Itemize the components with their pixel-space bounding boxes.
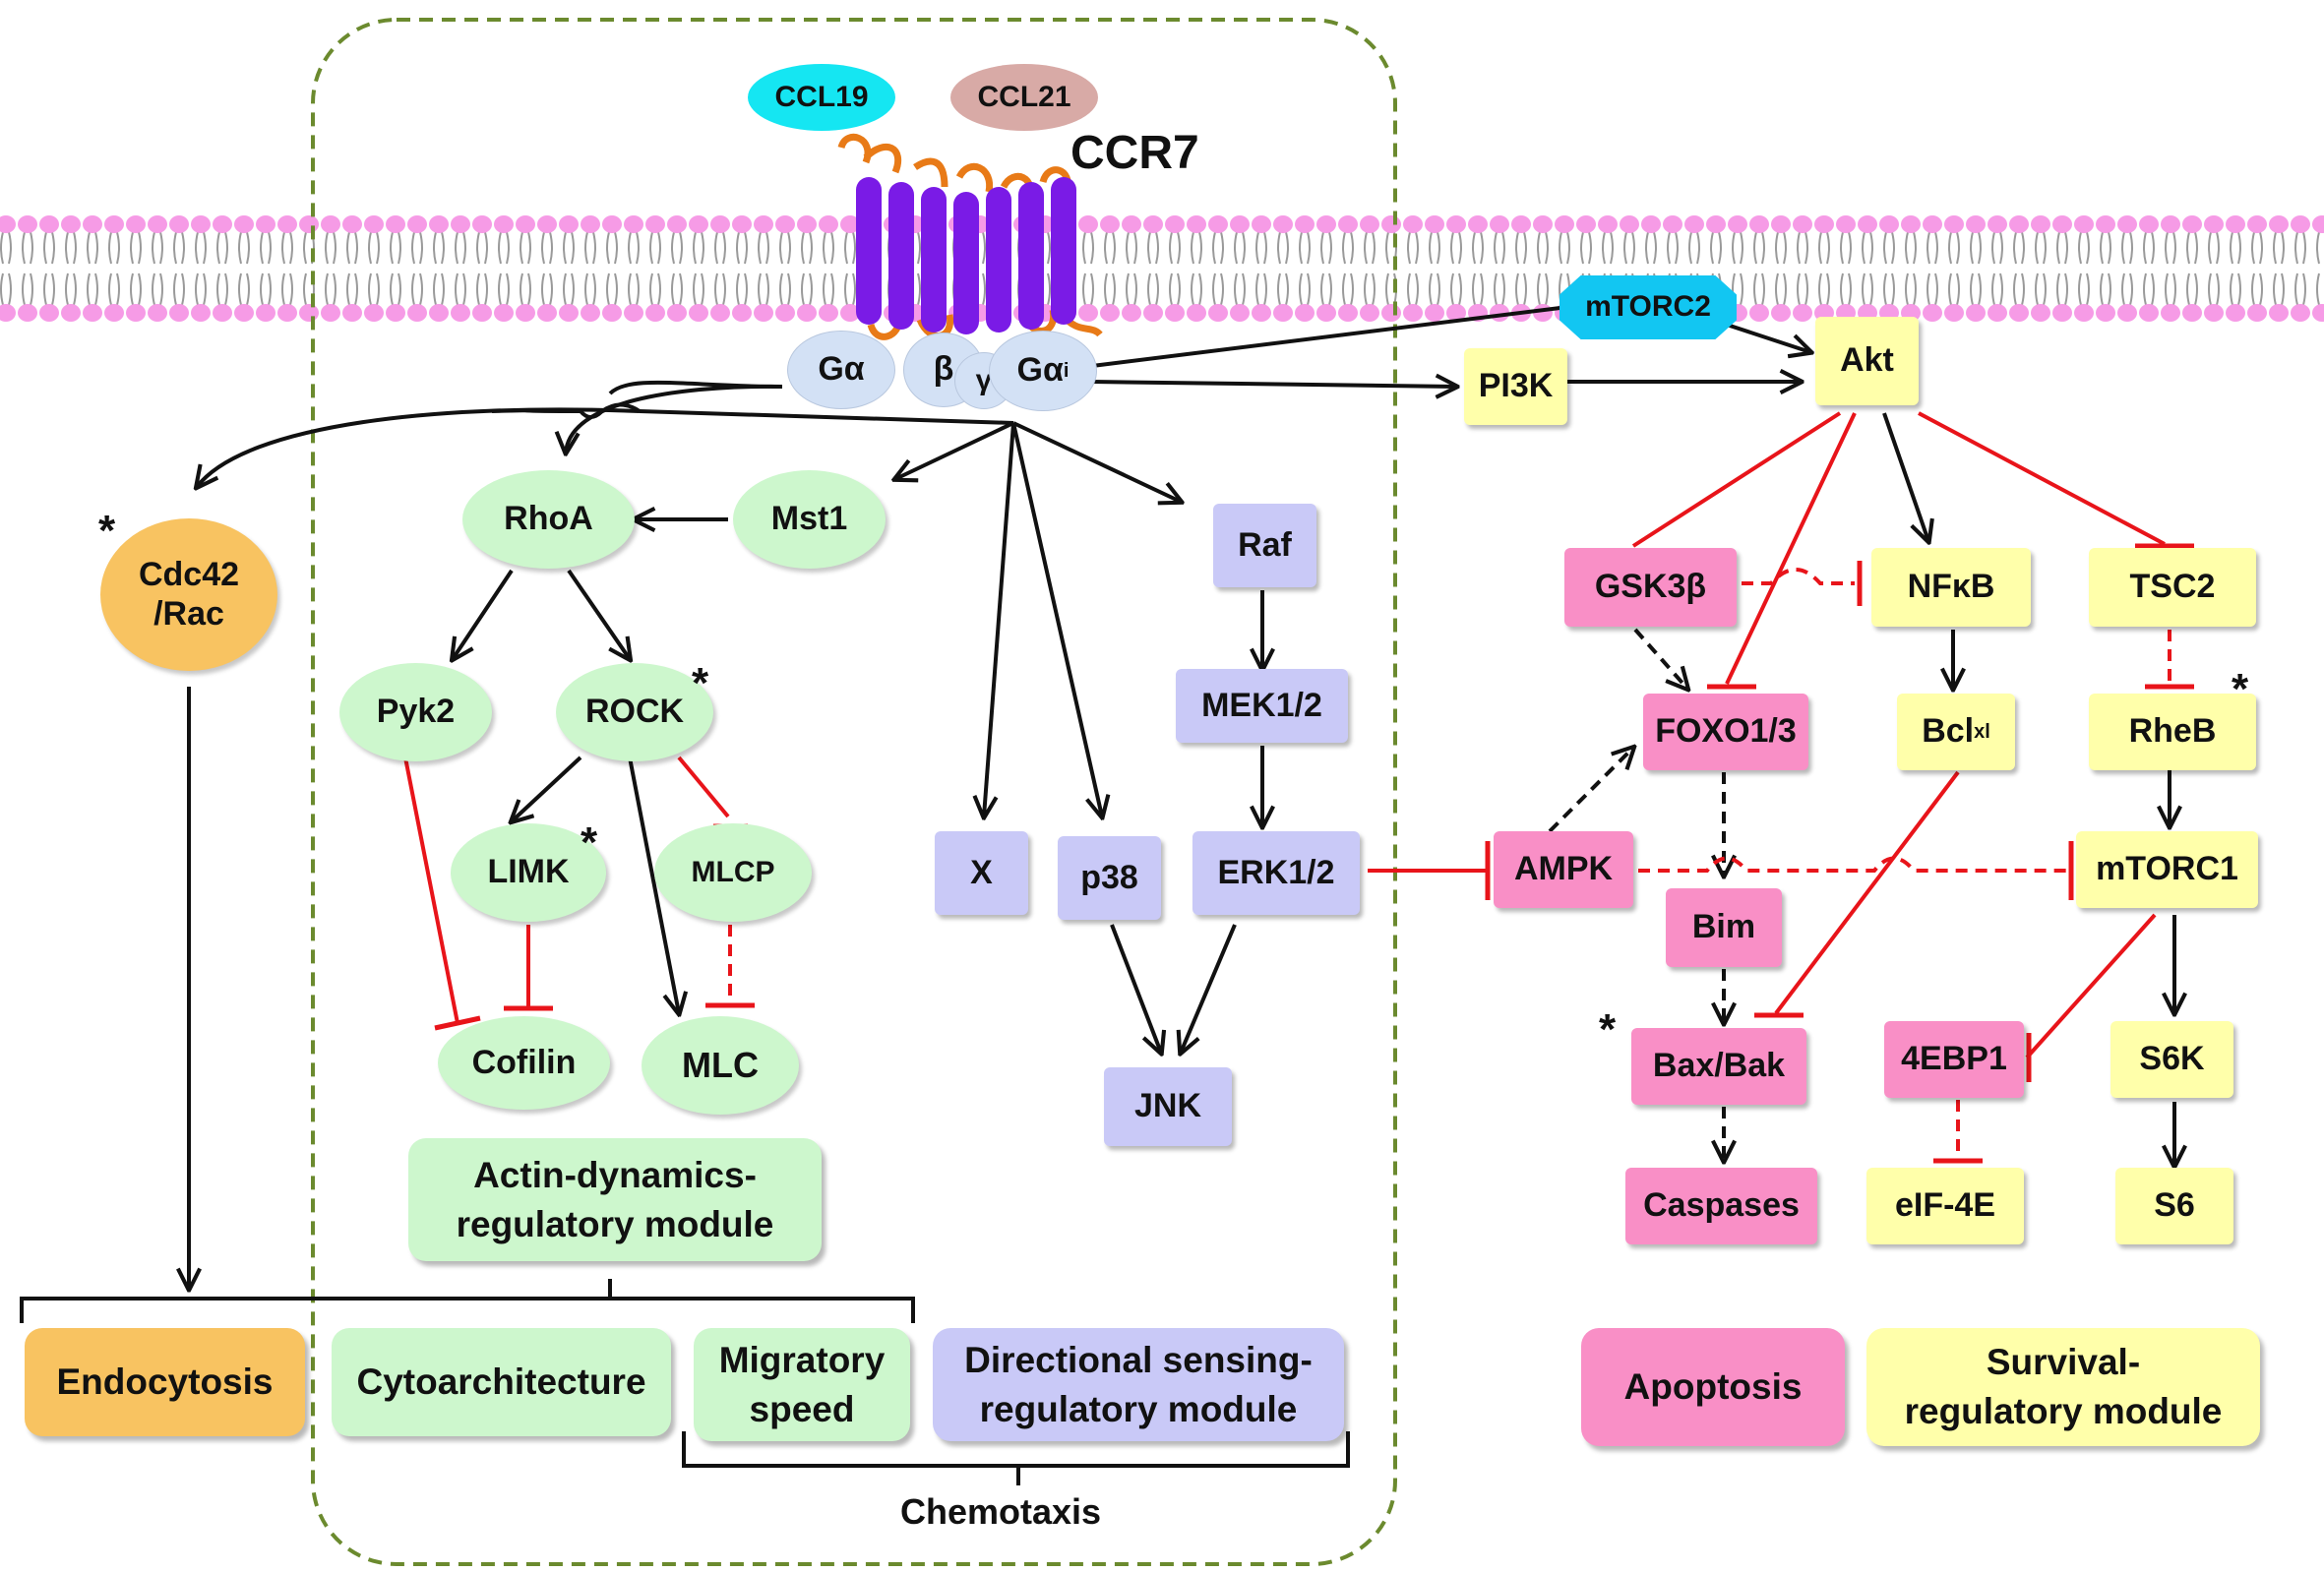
tsc2-node: TSC2: [2089, 548, 2256, 627]
g-alpha-i-label: Gα: [1016, 351, 1064, 390]
ccr7-receptor-icon: [837, 133, 1103, 340]
gsk3b-node: GSK3β: [1564, 548, 1737, 627]
ccl19-node: CCL19: [748, 64, 895, 131]
cdc42-rac-node: Cdc42 /Rac: [100, 518, 277, 671]
apoptosis-module: Apoptosis: [1581, 1328, 1845, 1446]
4ebp1-node: 4EBP1: [1884, 1021, 2024, 1098]
akt-node: Akt: [1815, 317, 1919, 405]
rock-node: ROCK: [556, 663, 713, 761]
limk-star: *: [581, 818, 598, 867]
chemotaxis-label: Chemotaxis: [900, 1491, 1102, 1532]
bcl-label: Bcl: [1922, 712, 1975, 751]
s6-node: S6: [2115, 1168, 2233, 1244]
cdc42-star: *: [98, 507, 116, 555]
actin-module-label: Actin-dynamics- regulatory module: [408, 1138, 822, 1261]
cell-membrane: [0, 215, 2324, 322]
migratory-speed-module: Migratory speed: [694, 1328, 910, 1441]
bcl-subscript: xl: [1974, 720, 1990, 743]
g-alpha-node: Gα: [787, 331, 895, 409]
mtorc1-node: mTORC1: [2076, 831, 2258, 908]
rhoa-node: RhoA: [462, 470, 635, 569]
bim-node: Bim: [1666, 888, 1782, 967]
raf-node: Raf: [1213, 504, 1316, 587]
endocytosis-module: Endocytosis: [25, 1328, 305, 1436]
rock-star: *: [692, 659, 709, 707]
jnk-node: JNK: [1104, 1067, 1232, 1146]
ccl21-node: CCL21: [950, 64, 1098, 131]
cytoarchitecture-module: Cytoarchitecture: [332, 1328, 671, 1436]
directional-sensing-module: Directional sensing- regulatory module: [933, 1328, 1344, 1441]
foxo-node: FOXO1/3: [1643, 694, 1808, 770]
mst1-node: Mst1: [733, 470, 886, 569]
erk-node: ERK1/2: [1193, 831, 1360, 915]
mtorc2-node: mTORC2: [1560, 275, 1737, 339]
ampk-node: AMPK: [1494, 831, 1633, 908]
mlc-node: MLC: [642, 1016, 799, 1115]
g-alpha-i-subscript: i: [1063, 359, 1070, 382]
mlcp-node: MLCP: [654, 823, 812, 922]
rheb-star: *: [2232, 665, 2249, 713]
eif4e-node: eIF-4E: [1866, 1168, 2024, 1244]
pi3k-node: PI3K: [1464, 348, 1567, 425]
baxbak-star: *: [1599, 1005, 1617, 1054]
baxbak-node: Bax/Bak: [1631, 1028, 1806, 1105]
compartment-boundary: [311, 18, 1397, 1566]
nfkb-node: NFκB: [1871, 548, 2031, 627]
limk-node: LIMK: [451, 823, 606, 922]
x-node: X: [935, 831, 1028, 915]
cdc42-rac-label: Cdc42 /Rac: [138, 556, 240, 633]
rheb-node: RheB: [2089, 694, 2256, 770]
mek-node: MEK1/2: [1176, 669, 1348, 743]
pyk2-node: Pyk2: [339, 663, 492, 761]
p38-node: p38: [1058, 836, 1161, 920]
caspases-node: Caspases: [1625, 1168, 1817, 1244]
cofilin-node: Cofilin: [438, 1016, 610, 1110]
s6k-node: S6K: [2110, 1021, 2233, 1098]
survival-module: Survival- regulatory module: [1866, 1328, 2260, 1446]
ccr7-label: CCR7: [1070, 127, 1199, 179]
